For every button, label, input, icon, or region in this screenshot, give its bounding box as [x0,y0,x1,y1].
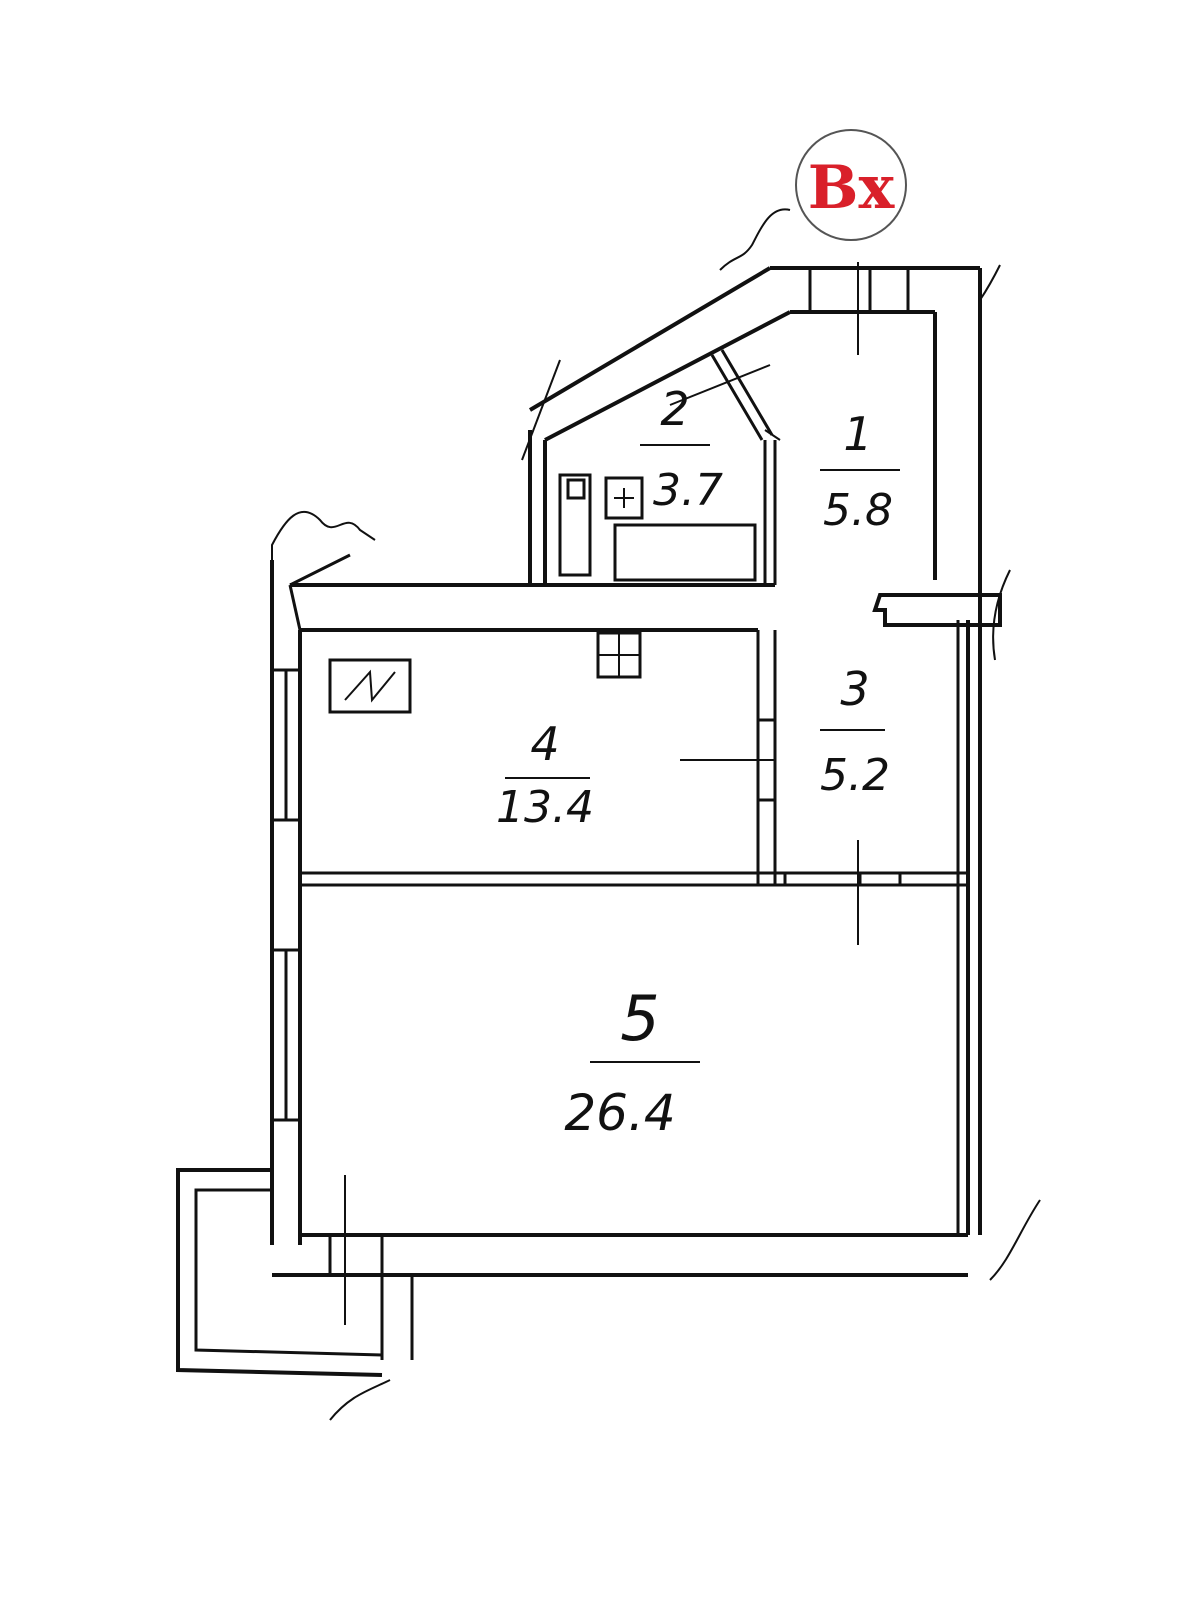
outer-walls [176,264,1041,1421]
vent-icon [596,631,642,679]
entrance-label: Вх [808,153,896,223]
entrance-marker: Вх [719,129,907,271]
room-2-number: 2 [660,382,689,436]
toilet-icon [558,473,592,577]
room-2-area: 3.7 [653,465,723,516]
sink-icon [604,476,644,520]
room-1-label: 1 5.8 [820,407,900,536]
room-5-number: 5 [620,982,659,1055]
fixtures [328,349,774,714]
room-3-label: 3 5.2 [820,662,890,801]
door-swing [710,349,774,441]
stove-icon [328,658,412,714]
room-1-area: 5.8 [823,485,893,536]
room-5-label: 5 26.4 [564,982,700,1142]
bathtub-icon [613,523,757,582]
room-2-label: 2 3.7 [640,382,723,516]
room-3-area: 5.2 [820,750,890,801]
room-4-number: 4 [530,717,559,771]
room-3-number: 3 [840,662,869,716]
room-4-area: 13.4 [496,782,594,833]
entrance-leader [719,208,791,271]
room-5-area: 26.4 [564,1084,675,1142]
entrance-circle [795,129,907,241]
interior-walls [300,262,1002,945]
room-1-number: 1 [843,407,872,461]
room-4-label: 4 13.4 [496,717,594,833]
